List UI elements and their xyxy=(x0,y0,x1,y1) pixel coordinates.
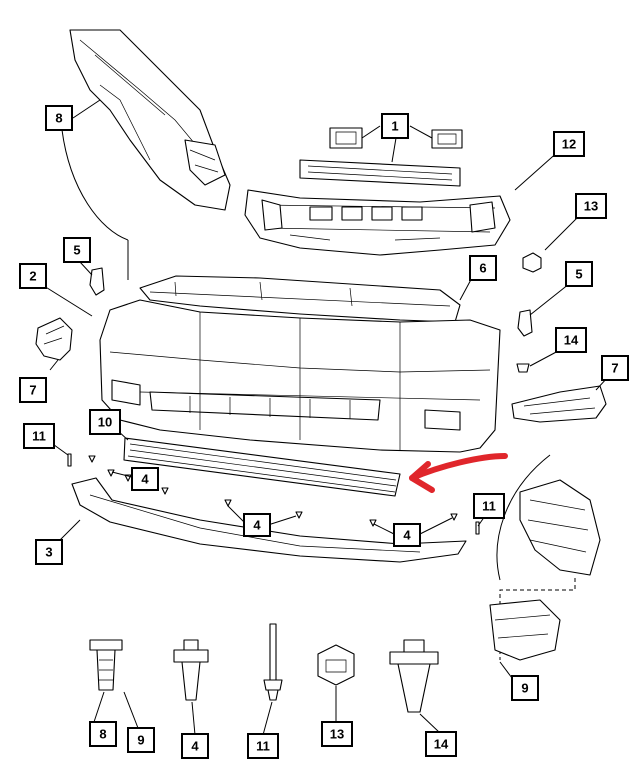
svg-text:3: 3 xyxy=(45,545,52,560)
callout-13-bottom: 13 xyxy=(321,721,353,747)
svg-text:5: 5 xyxy=(575,267,582,282)
svg-text:5: 5 xyxy=(73,243,80,258)
hardware-push-pin-4 xyxy=(173,639,209,701)
svg-text:13: 13 xyxy=(584,199,598,214)
svg-text:9: 9 xyxy=(137,733,144,748)
svg-text:11: 11 xyxy=(32,429,46,444)
callout-7-right: 7 xyxy=(601,355,629,381)
callout-4-c: 4 xyxy=(393,523,421,547)
svg-text:13: 13 xyxy=(330,727,344,742)
callout-9-right: 9 xyxy=(511,675,539,701)
callout-5-right: 5 xyxy=(565,261,593,287)
svg-text:14: 14 xyxy=(564,333,579,348)
hardware-bolt-8 xyxy=(89,639,123,691)
bumper-beam xyxy=(244,189,511,256)
callout-13-top: 13 xyxy=(575,193,607,219)
svg-text:8: 8 xyxy=(99,727,106,742)
callout-3: 3 xyxy=(35,539,63,565)
svg-text:1: 1 xyxy=(391,119,398,134)
fender-detail-top-left xyxy=(61,29,231,280)
callout-8-top: 8 xyxy=(45,105,73,131)
svg-text:11: 11 xyxy=(256,739,270,754)
callout-11-left: 11 xyxy=(23,423,55,449)
svg-text:4: 4 xyxy=(253,518,261,533)
svg-text:11: 11 xyxy=(482,499,496,514)
svg-text:4: 4 xyxy=(403,528,411,543)
front-bumper-fascia xyxy=(99,299,501,453)
callout-8-bottom: 8 xyxy=(89,721,117,747)
callout-14-bottom: 14 xyxy=(425,731,457,757)
callout-6: 6 xyxy=(469,255,497,281)
callout-7-left: 7 xyxy=(19,377,47,403)
callout-14-top: 14 xyxy=(555,327,587,353)
bumper-bracket-pair xyxy=(329,127,463,149)
callout-2: 2 xyxy=(19,263,47,289)
svg-text:2: 2 xyxy=(29,269,36,284)
callout-9-bottom: 9 xyxy=(127,727,155,753)
callout-11-right: 11 xyxy=(473,493,505,519)
highlight-arrow xyxy=(409,453,508,493)
lower-grille xyxy=(123,437,401,497)
svg-text:6: 6 xyxy=(479,261,486,276)
nut-13-top xyxy=(522,252,542,273)
callout-11-bottom: 11 xyxy=(247,733,279,759)
callout-4-bottom: 4 xyxy=(181,733,209,759)
clip-5-right xyxy=(517,309,533,337)
svg-text:10: 10 xyxy=(98,415,112,430)
svg-text:7: 7 xyxy=(611,361,618,376)
upper-fascia xyxy=(139,275,461,323)
callout-4-a: 4 xyxy=(131,467,159,491)
svg-text:9: 9 xyxy=(521,681,528,696)
fastener-clips-row xyxy=(67,453,480,535)
push-pin-14-top xyxy=(516,363,530,373)
callout-10: 10 xyxy=(89,409,121,435)
bracket-7-left xyxy=(35,317,73,361)
hardware-rivet-11 xyxy=(263,623,283,701)
callout-1: 1 xyxy=(381,113,409,139)
callout-4-b: 4 xyxy=(243,513,271,537)
callout-12: 12 xyxy=(553,131,585,157)
svg-text:4: 4 xyxy=(191,739,199,754)
svg-text:4: 4 xyxy=(141,472,149,487)
reinforcement-bar xyxy=(299,159,461,187)
clip-5-left xyxy=(89,267,105,296)
wheel-well-detail-right xyxy=(489,454,601,661)
callout-5-left: 5 xyxy=(63,237,91,263)
svg-text:8: 8 xyxy=(55,111,62,126)
hardware-nut-13 xyxy=(317,644,355,686)
svg-text:12: 12 xyxy=(562,137,576,152)
svg-text:7: 7 xyxy=(29,383,36,398)
hardware-push-pin-14 xyxy=(389,639,439,713)
bracket-7-right xyxy=(511,385,607,423)
svg-text:14: 14 xyxy=(434,737,449,752)
